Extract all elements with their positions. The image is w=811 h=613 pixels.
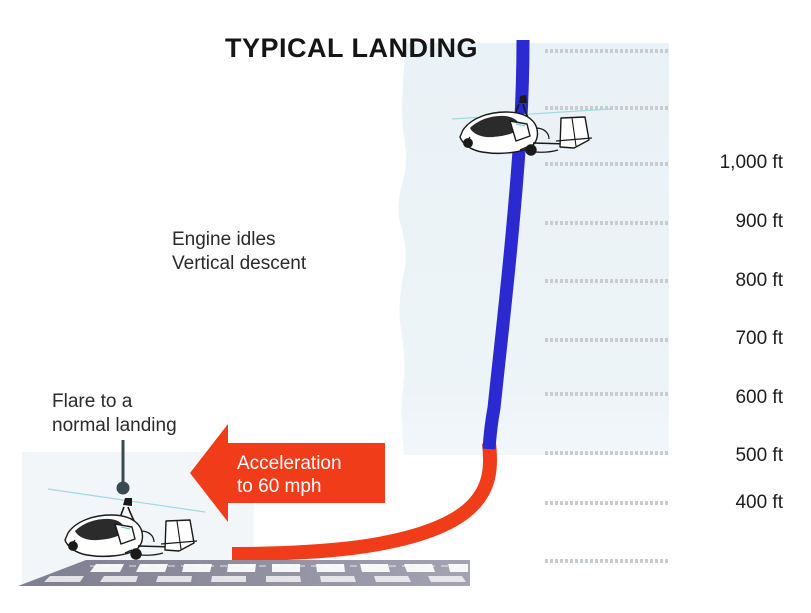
altitude-label: 800 ft <box>735 270 783 291</box>
altitude-label: 900 ft <box>735 211 783 232</box>
gyrocopter-in-descent <box>451 95 611 156</box>
gyrocopter-landing <box>47 488 206 560</box>
altitude-label: 400 ft <box>735 492 783 513</box>
runway-strip <box>18 560 470 586</box>
acceleration-path <box>231 442 498 561</box>
altitude-label: 700 ft <box>735 328 783 349</box>
altitude-label: 500 ft <box>735 445 783 466</box>
sky-panel <box>398 43 669 455</box>
altitude-gridlines <box>545 49 669 563</box>
page-title: TYPICAL LANDING <box>0 2 811 95</box>
page-title-text: TYPICAL LANDING <box>225 33 479 63</box>
acceleration-arrow <box>190 424 385 522</box>
annotation-acceleration: Acceleration to 60 mph <box>237 453 342 497</box>
leader-line-with-dot <box>116 440 130 495</box>
annotation-flare: Flare to a normal landing <box>52 391 177 436</box>
altitude-label: 600 ft <box>735 387 783 408</box>
altitude-label: 1,000 ft <box>719 152 783 173</box>
annotation-engine-idles: Engine idles Vertical descent <box>172 229 307 274</box>
